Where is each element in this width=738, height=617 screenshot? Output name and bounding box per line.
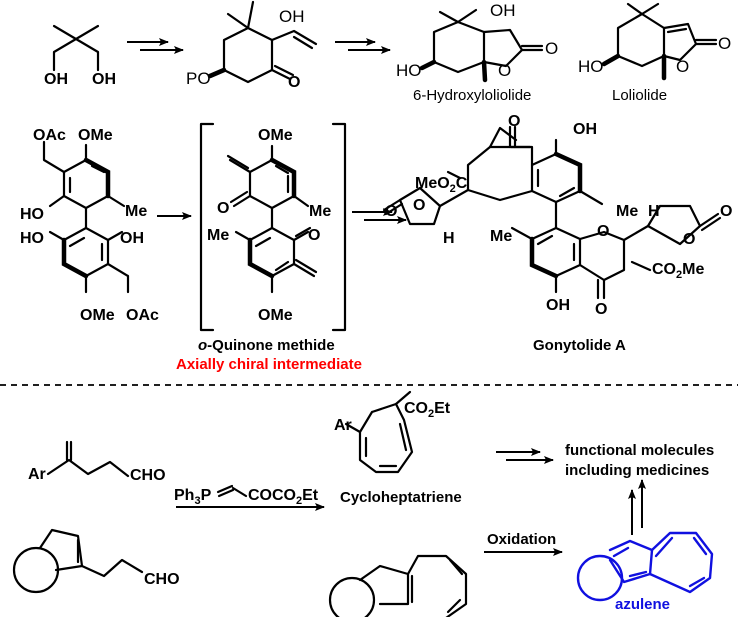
carbonyl-o-label: O bbox=[718, 34, 731, 53]
compound-name-cycloheptatriene: Cycloheptatriene bbox=[340, 489, 462, 506]
right-bracket bbox=[331, 122, 347, 332]
loliolide-structure: O HO O Loliolide bbox=[578, 2, 731, 104]
oac-label: OAc bbox=[126, 307, 159, 324]
multistep-arrow-up bbox=[628, 479, 646, 535]
oxidation-label: Oxidation bbox=[487, 531, 556, 548]
oh-label: OH bbox=[44, 71, 68, 88]
ar-label: Ar bbox=[334, 417, 352, 434]
oh-label: OH bbox=[490, 1, 516, 20]
left-bracket bbox=[199, 122, 215, 332]
ring-o-label: O bbox=[597, 223, 609, 240]
bicyclic-aldehyde-substrate: CHO bbox=[12, 528, 180, 594]
oh-label: OH bbox=[546, 297, 570, 314]
oh-label: OH bbox=[92, 71, 116, 88]
po-label: PO bbox=[186, 69, 211, 88]
ho-label: HO bbox=[20, 206, 44, 223]
ring-o-label: O bbox=[683, 231, 695, 248]
multistep-arrow bbox=[496, 448, 554, 464]
multistep-arrow bbox=[335, 38, 391, 54]
cho-label: CHO bbox=[130, 467, 166, 484]
aryl-aldehyde-substrate: Ar CHO bbox=[28, 440, 166, 484]
me-label: Me bbox=[490, 228, 512, 245]
target-line-2: including medicines bbox=[565, 462, 709, 479]
me-label: Me bbox=[616, 203, 638, 220]
azulene-structure: azulene bbox=[576, 531, 714, 613]
ar-label: Ar bbox=[28, 466, 46, 483]
oh-label: OH bbox=[120, 230, 144, 247]
ome-label: OMe bbox=[258, 307, 293, 324]
multistep-arrow bbox=[352, 208, 407, 224]
me-label: Me bbox=[125, 203, 147, 220]
ome-label: OMe bbox=[78, 127, 113, 144]
multistep-arrow bbox=[127, 38, 184, 54]
ho-label: HO bbox=[578, 57, 604, 76]
quinone-o-label: O bbox=[217, 200, 229, 217]
ho-label: HO bbox=[20, 230, 44, 247]
oh-label: OH bbox=[573, 121, 597, 138]
cho-label: CHO bbox=[144, 571, 180, 588]
h-label: H bbox=[443, 230, 455, 247]
cyclohexanone-intermediate: OH PO O bbox=[186, 0, 318, 91]
me-label: Me bbox=[309, 203, 331, 220]
carbonyl-o-label: O bbox=[385, 203, 397, 220]
ester-reagent-label: COCO2Et bbox=[248, 487, 319, 507]
ome-label: OMe bbox=[258, 127, 293, 144]
wittig-reagent-arrow: Ph3P COCO2Et bbox=[174, 484, 325, 511]
quinone-o-label: O bbox=[308, 227, 320, 244]
ho-label: HO bbox=[396, 61, 422, 80]
6-hydroxyloliolide-structure: OH HO O O 6-Hydroxyloliolide bbox=[396, 1, 558, 104]
compound-name-quinone-methide: o-Quinone methide bbox=[198, 337, 335, 354]
compound-name-gonytolide-a: Gonytolide A bbox=[533, 337, 626, 354]
ome-label: OMe bbox=[80, 307, 115, 324]
oac-label: OAc bbox=[33, 127, 66, 144]
compound-name-azulene: azulene bbox=[615, 596, 670, 613]
carbonyl-o-label: O bbox=[545, 39, 558, 58]
ketone-o-label: O bbox=[288, 74, 300, 91]
target-line-1: functional molecules bbox=[565, 442, 714, 459]
ring-o-label: O bbox=[413, 197, 425, 214]
oh-label: OH bbox=[279, 7, 305, 26]
ring-o-label: O bbox=[498, 61, 511, 80]
gonytolide-a-structure: O OH MeO2C O O H Me H O O Me O CO2Me OH … bbox=[382, 113, 732, 354]
ketone-o-label: O bbox=[595, 301, 607, 318]
ketone-o-label: O bbox=[508, 113, 520, 130]
ester-label: CO2Et bbox=[404, 400, 451, 420]
ester-label: CO2Me bbox=[652, 261, 704, 281]
quinone-methide: OMe O Me Me O OMe bbox=[207, 127, 331, 324]
biaryl-precursor: OAc OMe HO Me HO OH OMe OAc bbox=[20, 127, 159, 324]
compound-name-loliolide: Loliolide bbox=[612, 87, 667, 104]
cycloheptatriene-structure: Ar CO2Et Cycloheptatriene bbox=[334, 390, 462, 506]
compound-name-6-hydroxyloliolide: 6-Hydroxyloliolide bbox=[413, 87, 531, 104]
axially-chiral-label: Axially chiral intermediate bbox=[176, 356, 362, 373]
me-label: Me bbox=[207, 227, 229, 244]
starting-diol: OH OH bbox=[44, 24, 116, 88]
h-label: H bbox=[648, 203, 660, 220]
dihydroazulene-structure bbox=[328, 554, 468, 617]
ring-o-label: O bbox=[676, 57, 689, 76]
ester-label: MeO2C bbox=[415, 175, 468, 195]
carbonyl-o-label: O bbox=[720, 203, 732, 220]
ylide-reagent-label: Ph3P bbox=[174, 487, 212, 507]
